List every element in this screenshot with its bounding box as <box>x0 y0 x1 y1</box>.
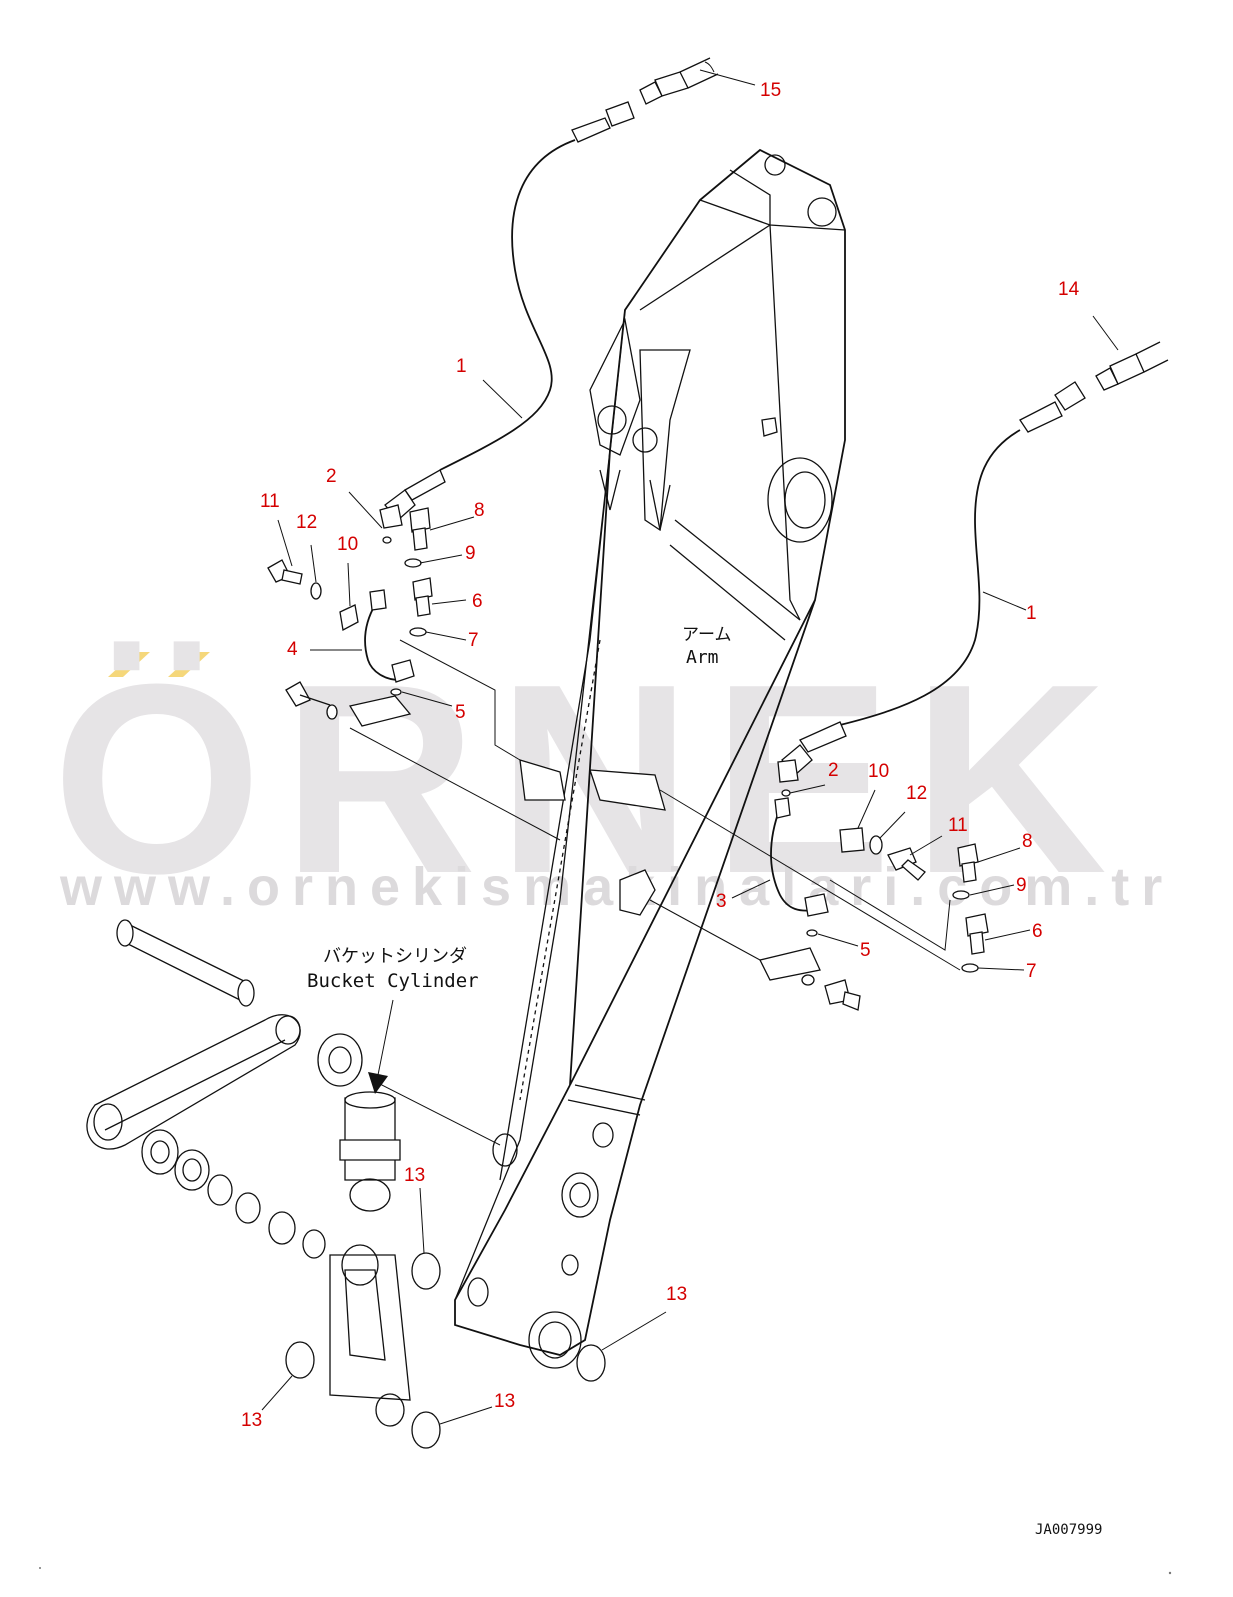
callout-9-left: 9 <box>465 543 476 564</box>
callout-8-left: 8 <box>474 500 485 521</box>
watermark-accent-left <box>108 652 150 677</box>
callout-3: 3 <box>716 891 727 912</box>
callout-13-a: 13 <box>404 1165 425 1186</box>
callout-7-left: 7 <box>468 630 479 651</box>
callout-13-b: 13 <box>666 1284 687 1305</box>
callout-13-c: 13 <box>241 1410 262 1431</box>
callout-8-right: 8 <box>1022 831 1033 852</box>
corner-mark-left <box>39 1567 41 1569</box>
callout-1-right: 1 <box>1026 603 1037 624</box>
watermark: ÖRNEK www.ornekismakinalari.com.tr <box>52 629 1174 930</box>
callout-14: 14 <box>1058 279 1080 300</box>
hose-right-bottom-fitting <box>799 721 847 753</box>
callout-2-right: 2 <box>828 760 839 781</box>
watermark-accent-right <box>168 652 210 677</box>
callout-11-right: 11 <box>948 815 968 836</box>
arm-body <box>454 148 846 1369</box>
callout-15: 15 <box>760 80 781 101</box>
hose-left-assembly <box>379 101 635 529</box>
part-14-adapter <box>1095 341 1169 391</box>
watermark-url: www.ornekismakinalari.com.tr <box>59 857 1174 917</box>
callout-5-left: 5 <box>455 702 466 723</box>
arm-label-en: Arm <box>686 647 719 668</box>
callout-7-right: 7 <box>1026 961 1037 982</box>
callout-12-left: 12 <box>296 512 317 533</box>
watermark-brand: ÖRNEK <box>52 629 1127 930</box>
arm-label-jp: アーム <box>682 625 731 645</box>
cylinder-label-jp: バケットシリンダ <box>323 946 467 967</box>
callout-6-left: 6 <box>472 591 483 612</box>
drawing-code: JA007999 <box>1035 1522 1102 1538</box>
callout-10-left: 10 <box>337 534 358 555</box>
callout-4: 4 <box>287 639 298 660</box>
callout-6-right: 6 <box>1032 921 1043 942</box>
callout-5-right: 5 <box>860 940 871 961</box>
callout-2-left: 2 <box>326 466 337 487</box>
hose-right-assembly <box>777 381 1086 783</box>
callout-9-right: 9 <box>1016 875 1027 896</box>
right-hardware-group <box>649 789 989 1011</box>
callouts: 15 14 1 1 2 2 11 11 12 12 10 10 8 8 9 9 … <box>241 80 1080 1431</box>
callout-10-right: 10 <box>868 761 889 782</box>
o-rings-13 <box>285 1252 606 1449</box>
callout-1-left: 1 <box>456 356 467 377</box>
hose-left-bottom-fitting <box>404 469 446 501</box>
callout-12-right: 12 <box>906 783 927 804</box>
corner-mark-right <box>1168 1571 1172 1575</box>
callout-11-left: 11 <box>260 491 280 512</box>
hose-left-top-fitting <box>571 117 611 143</box>
left-hardware-group <box>267 507 666 841</box>
cylinder-label-en: Bucket Cylinder <box>307 970 479 992</box>
callout-13-d: 13 <box>494 1391 515 1412</box>
part-15-adapter <box>639 57 719 105</box>
bucket-linkage <box>86 919 501 1427</box>
leader-lines <box>261 69 1119 1425</box>
